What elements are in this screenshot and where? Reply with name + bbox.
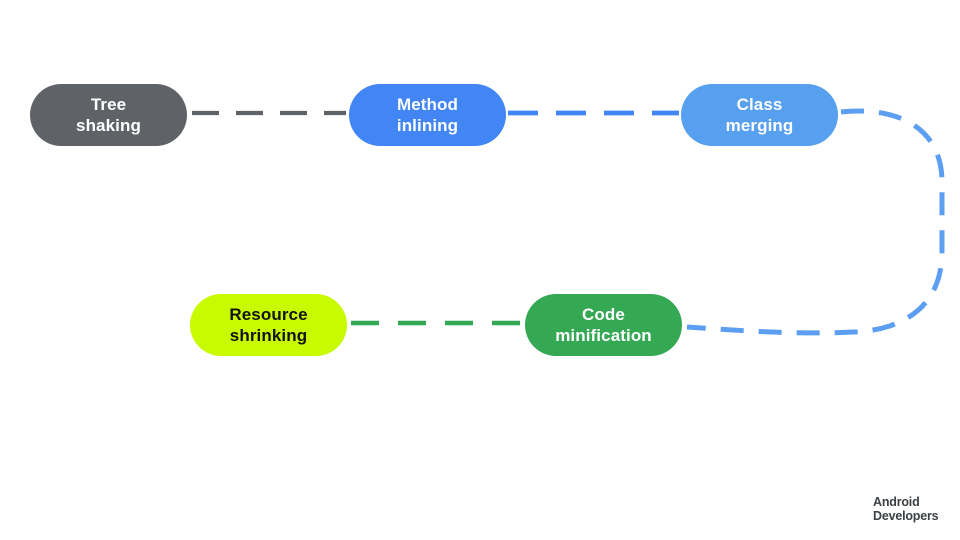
node-method-inlining: Method inlining [349,84,506,146]
brand-line-1: Android [873,495,920,509]
node-label-line: shaking [76,116,141,135]
node-label-line: shrinking [229,326,308,345]
node-tree-shaking: Tree shaking [30,84,187,146]
node-label-line: Resource [229,305,308,324]
node-class-merging: Class merging [681,84,838,146]
node-label-line: Method [396,95,459,114]
node-label-line: Tree [90,95,127,114]
connector-class-to-code-curve [686,108,945,336]
node-label-line: Code [582,305,625,324]
brand-line-2: Developers [873,509,939,523]
node-label-line: inlining [396,116,459,135]
node-label-line: merging [725,116,794,135]
node-label-line: minification [555,326,652,345]
node-label-line: Class [736,95,783,114]
node-resource-shrinking: Resource shrinking [190,294,347,356]
node-code-minification: Code minification [525,294,682,356]
android-developers-logo: Android Developers [873,495,939,523]
